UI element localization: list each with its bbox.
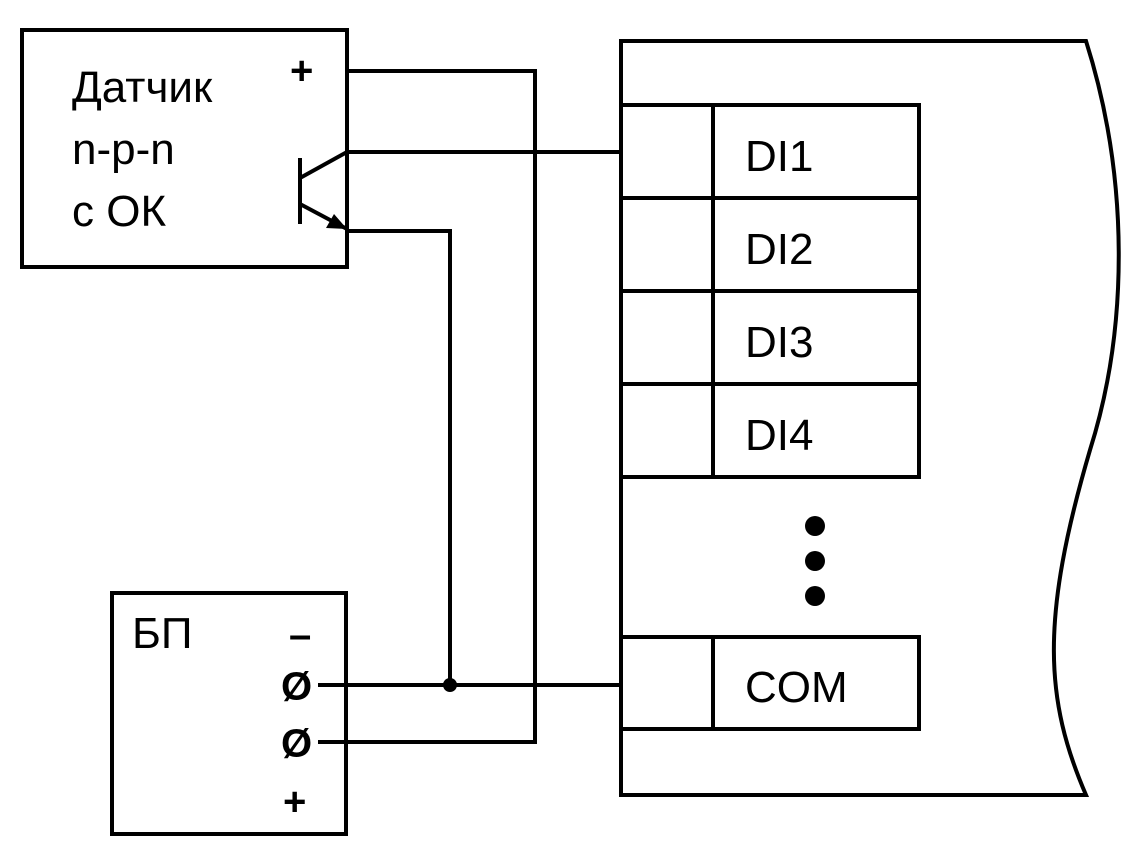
com-terminal-block: COM xyxy=(619,635,921,731)
power-supply-box xyxy=(110,591,348,836)
junction-dot xyxy=(443,678,457,692)
sensor-name: Датчик xyxy=(72,63,213,112)
module-outline xyxy=(619,39,1121,797)
sensor-box xyxy=(20,28,349,269)
terminal-di2: DI2 xyxy=(745,225,813,274)
input-terminal-block: DI1 DI2 DI3 DI4 xyxy=(619,103,921,479)
terminal-di4: DI4 xyxy=(745,411,813,460)
terminal-di3: DI3 xyxy=(745,318,813,367)
terminal-plus-icon: Ø xyxy=(281,722,312,766)
power-supply-label: БП xyxy=(132,609,193,658)
power-supply-block: БП – Ø Ø + xyxy=(110,591,348,836)
power-supply-minus: – xyxy=(289,613,311,657)
more-terminals-icon xyxy=(805,516,825,606)
sensor-output: с ОК xyxy=(72,187,166,236)
sensor-type: n-p-n xyxy=(72,125,175,174)
power-supply-plus: + xyxy=(283,780,306,824)
terminal-com: COM xyxy=(745,663,848,712)
npn-transistor-icon xyxy=(298,150,348,231)
sensor-block: Датчик n-p-n с ОК + xyxy=(20,28,349,269)
wires xyxy=(318,69,621,744)
terminal-di1: DI1 xyxy=(745,132,813,181)
wire-sensor-plus xyxy=(318,69,537,744)
sensor-plus: + xyxy=(290,49,313,93)
wire-emitter xyxy=(347,229,452,685)
terminal-minus-icon: Ø xyxy=(281,665,312,709)
